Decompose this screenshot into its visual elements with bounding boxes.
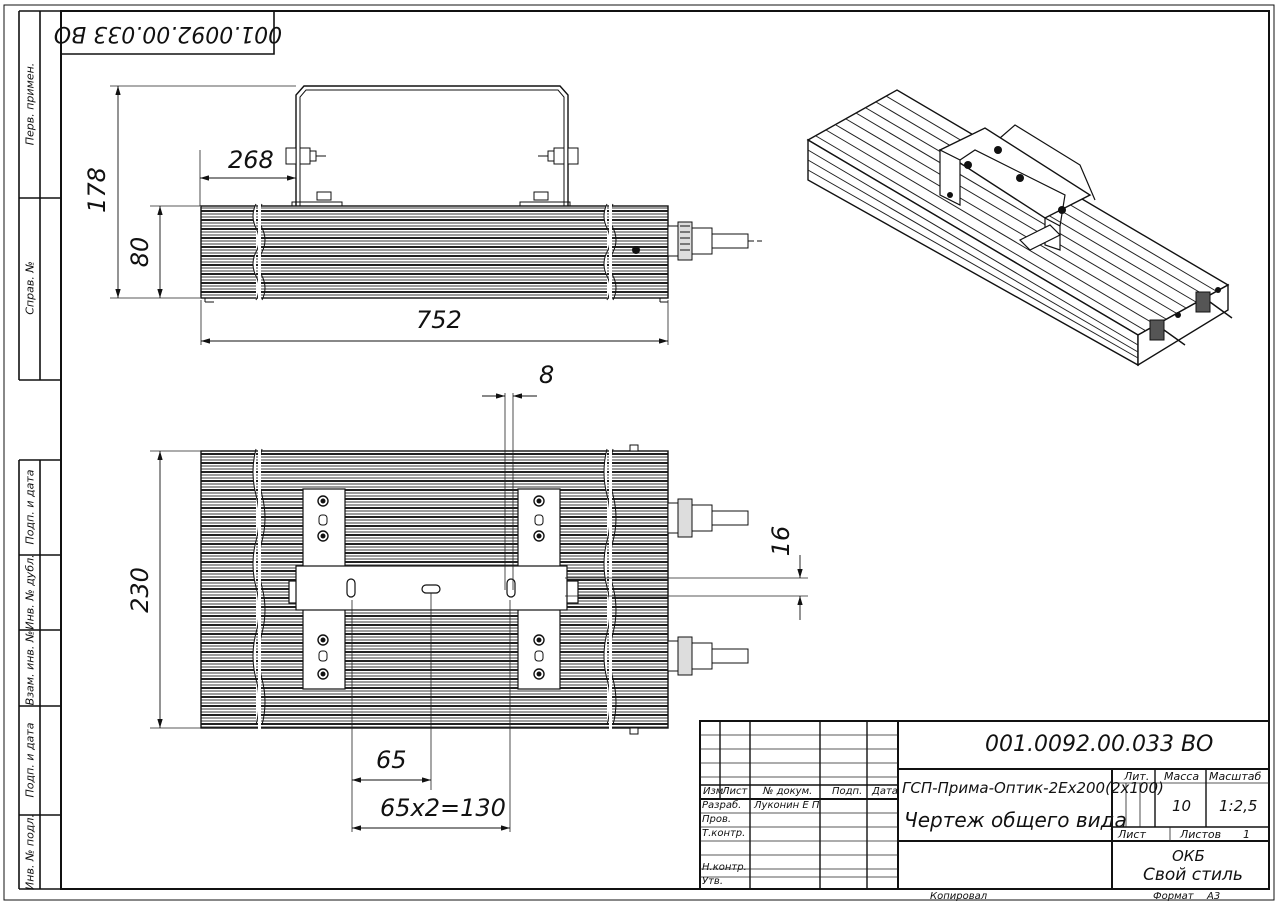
dim-230: 230 <box>126 567 154 613</box>
top-stamp-box <box>61 11 275 55</box>
sheets-label: Листов <box>1180 828 1222 841</box>
row-name-razrab: Луконин Е П <box>754 800 820 811</box>
row-role-nkontr: Н.контр. <box>702 862 747 873</box>
sidebar-label-podp-data-2: Подп. и дата <box>23 722 37 798</box>
mass-value: 10 <box>1172 797 1192 815</box>
row-role-prov: Пров. <box>702 814 732 825</box>
product-name: ГСП-Прима-Оптик-2Ex200(2x100) <box>902 779 1164 797</box>
sidebar-label-perv-primen: Перв. примен. <box>23 62 37 146</box>
org-line2: Свой стиль <box>1143 865 1243 885</box>
top-stamp: 001.0092.00.033 ВО <box>53 21 283 46</box>
col-header-dokum: № докум. <box>763 786 813 797</box>
title-block <box>699 720 1270 890</box>
scale-value: 1:2,5 <box>1219 797 1258 815</box>
format-value: А3 <box>1207 891 1221 902</box>
row-role-tkontr: Т.контр. <box>702 828 746 839</box>
row-role-utv: Утв. <box>702 876 723 887</box>
inner-frame <box>60 10 1270 890</box>
top-view-dimensions <box>150 393 808 832</box>
dim-80: 80 <box>126 236 154 268</box>
scale-label: Масштаб <box>1209 770 1262 783</box>
sidebar-label-podp-data-1: Подп. и дата <box>23 469 37 545</box>
left-sidebar <box>18 10 61 890</box>
dim-178: 178 <box>83 167 111 213</box>
sidebar-label-inv-podl: Инв. № подл. <box>23 814 37 890</box>
col-header-data: Дата <box>872 786 898 797</box>
format-label: Формат <box>1153 891 1194 902</box>
sidebar-label-inv-dubl: Инв. № дубл. <box>23 554 37 630</box>
dim-752: 752 <box>416 306 462 334</box>
copied-label: Копировал <box>930 891 988 902</box>
top-view <box>200 444 749 735</box>
outer-frame <box>3 4 1275 901</box>
dim-8: 8 <box>539 361 555 389</box>
drawing-type: Чертеж общего вида <box>904 808 1127 832</box>
row-role-razrab: Разраб. <box>702 800 742 811</box>
dim-16: 16 <box>767 525 795 557</box>
front-view-dimensions <box>110 85 669 345</box>
sidebar-label-sprav-no: Справ. № <box>23 261 37 315</box>
dim-65x2: 65x2=130 <box>380 794 506 822</box>
dim-65: 65 <box>376 746 407 774</box>
mass-label: Масса <box>1164 770 1200 783</box>
org-line1: ОКБ <box>1172 847 1205 865</box>
col-header-podp: Подп. <box>832 786 863 797</box>
doc-number: 001.0092.00.033 ВО <box>985 732 1214 757</box>
lit-label: Лит. <box>1124 770 1150 783</box>
sheets-value: 1 <box>1243 828 1250 841</box>
sheet-label: Лист <box>1118 828 1146 841</box>
col-header-izm: Изм <box>703 786 724 797</box>
dim-268: 268 <box>228 146 274 174</box>
col-header-list: Лист <box>722 786 748 797</box>
isometric-view <box>806 89 1233 367</box>
sidebar-label-vzam-inv: Взам. инв. № <box>23 630 37 706</box>
front-view <box>200 85 762 303</box>
